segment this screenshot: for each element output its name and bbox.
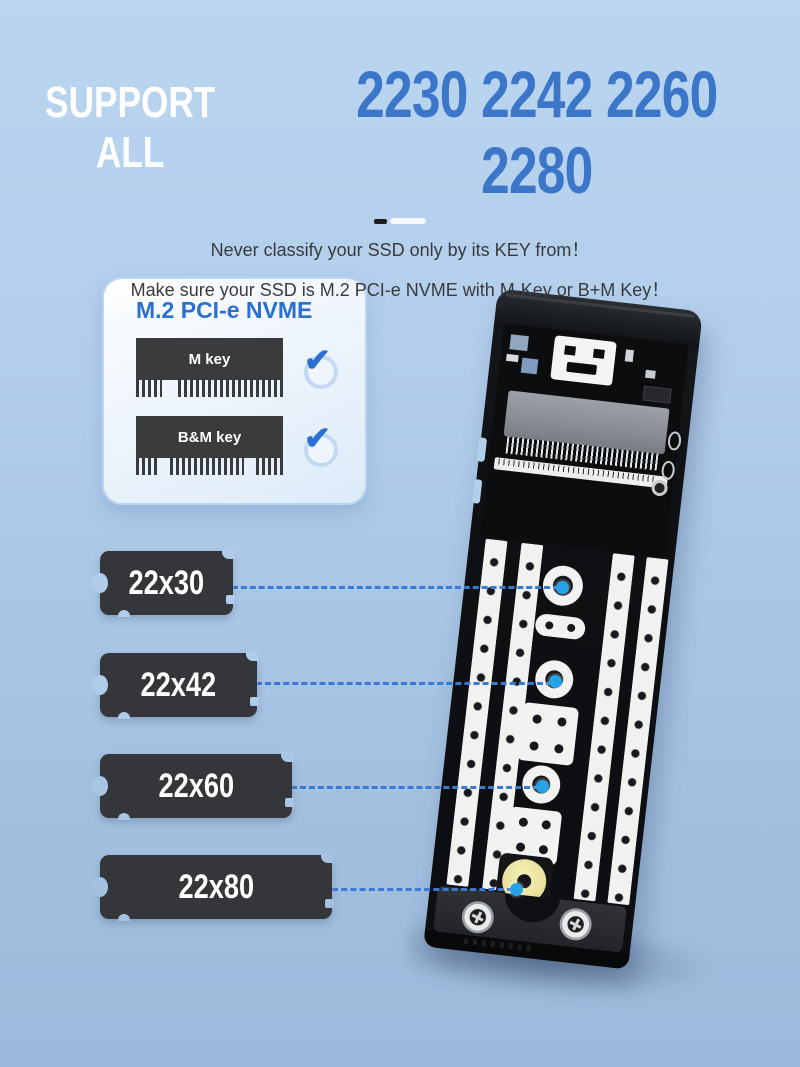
size-label: 22x60 [158,766,234,805]
size-label: 22x42 [140,665,217,704]
check-mark: ✔ [304,419,331,456]
device-dot-22x80 [510,883,523,896]
size-callout-2242: 22x42 [92,651,259,719]
ssd-corner-cut [118,914,130,921]
m-key-row: M key ✔ [136,338,339,397]
pcb-chip [520,357,539,375]
m-key-pin-segment [136,380,162,397]
pcb-component [505,353,519,363]
key-card: M.2 PCI-e NVME M key ✔ B&M key [102,277,367,505]
device-dot-22x60 [536,780,549,793]
support-all-text: SUPPORT ALL [45,78,216,177]
plate-hole [541,819,552,830]
title-divider [0,218,800,224]
check-mark: ✔ [304,341,331,378]
leader-line-22x80 [332,888,513,891]
m-key-connector: M key [136,338,283,397]
pcb-ic-chip [642,385,672,404]
ssd-notch [92,573,108,593]
bm-key-pins [136,458,283,475]
ssd-corner-cut [281,752,294,762]
ssd-corner-cut [222,549,235,559]
ssd-notch [92,675,108,695]
bm-key-pin-segment [170,458,244,475]
plate-hole [515,842,526,853]
usb-slot [566,361,598,376]
ssd-corner-cut [118,813,130,820]
plate-hole [553,743,564,754]
side-notch [476,437,488,463]
ssd-notch [92,776,108,796]
divider-light-dash [390,218,426,224]
ssd-notch [92,877,108,897]
size-callout-2260: 22x60 [92,752,294,820]
bm-key-label: B&M key [177,428,242,446]
pcb-component [644,369,656,379]
m-key-pins [136,380,283,397]
bm-key-body: B&M key [136,416,283,458]
pcb-screw-hole [650,479,669,497]
leader-line-22x60 [291,786,539,789]
divider-dark-dash [374,218,387,224]
pcb-chip [509,334,529,352]
m-key-label: M key [188,350,231,368]
m-key-pin-segment [178,380,283,397]
plate-hole [518,817,529,828]
device-dot-22x30 [556,581,569,594]
header: SUPPORT ALL 2230 2242 2260 2280 Never cl… [0,56,800,304]
leader-line-22x30 [232,586,559,589]
check-ring [304,432,338,467]
size-callout-2280: 22x80 [92,853,334,921]
usb-pad [592,348,605,359]
key-card-title: M.2 PCI-e NVME [136,297,313,323]
check-ring [304,354,338,389]
ssd-key-notch [226,595,235,604]
leader-line-22x42 [256,682,552,685]
ssd-key-notch [325,899,334,908]
device-dot-22x42 [549,675,562,688]
plate-hole [529,740,540,751]
plate-hole [544,621,554,630]
plate-hole [566,623,576,633]
ssd-corner-cut [118,610,130,617]
subtitle-line-2: Make sure your SSD is M.2 PCI-e NVME wit… [130,280,670,300]
size-label: 22x30 [128,563,205,602]
ssd-corner-cut [321,853,334,863]
screw-plate [516,701,580,766]
bm-key-pin-segment [256,458,283,475]
bm-key-pin-segment [136,458,158,475]
spacer-plate [534,612,587,641]
bm-key-row: B&M key ✔ [136,416,339,475]
ssd-key-notch [250,697,259,706]
ssd-key-notch [285,798,294,807]
side-notch [471,479,483,504]
plate-hole [556,717,567,727]
check-icon: ✔ [301,420,338,467]
ssd-corner-cut [118,712,130,719]
size-label: 22x80 [178,867,254,906]
usb-pad [564,345,577,356]
device-pcb [479,323,690,558]
bm-key-connector: B&M key [136,416,283,475]
pcb-component [624,349,635,363]
ssd-corner-cut [246,651,259,661]
usb-c-footprint [550,335,617,386]
m-key-body: M key [136,338,283,380]
check-icon: ✔ [301,342,338,389]
model-sizes-text: 2230 2242 2260 2280 [356,57,719,207]
subtitle-line-1: Never classify your SSD only by its KEY … [210,240,590,260]
side-cutout [666,430,683,452]
page-title: SUPPORT ALL 2230 2242 2260 2280 [0,56,800,208]
plate-hole [538,844,549,855]
size-callout-2230: 22x30 [92,549,235,617]
plate-hole [532,714,543,725]
enclosure-device [423,288,703,970]
